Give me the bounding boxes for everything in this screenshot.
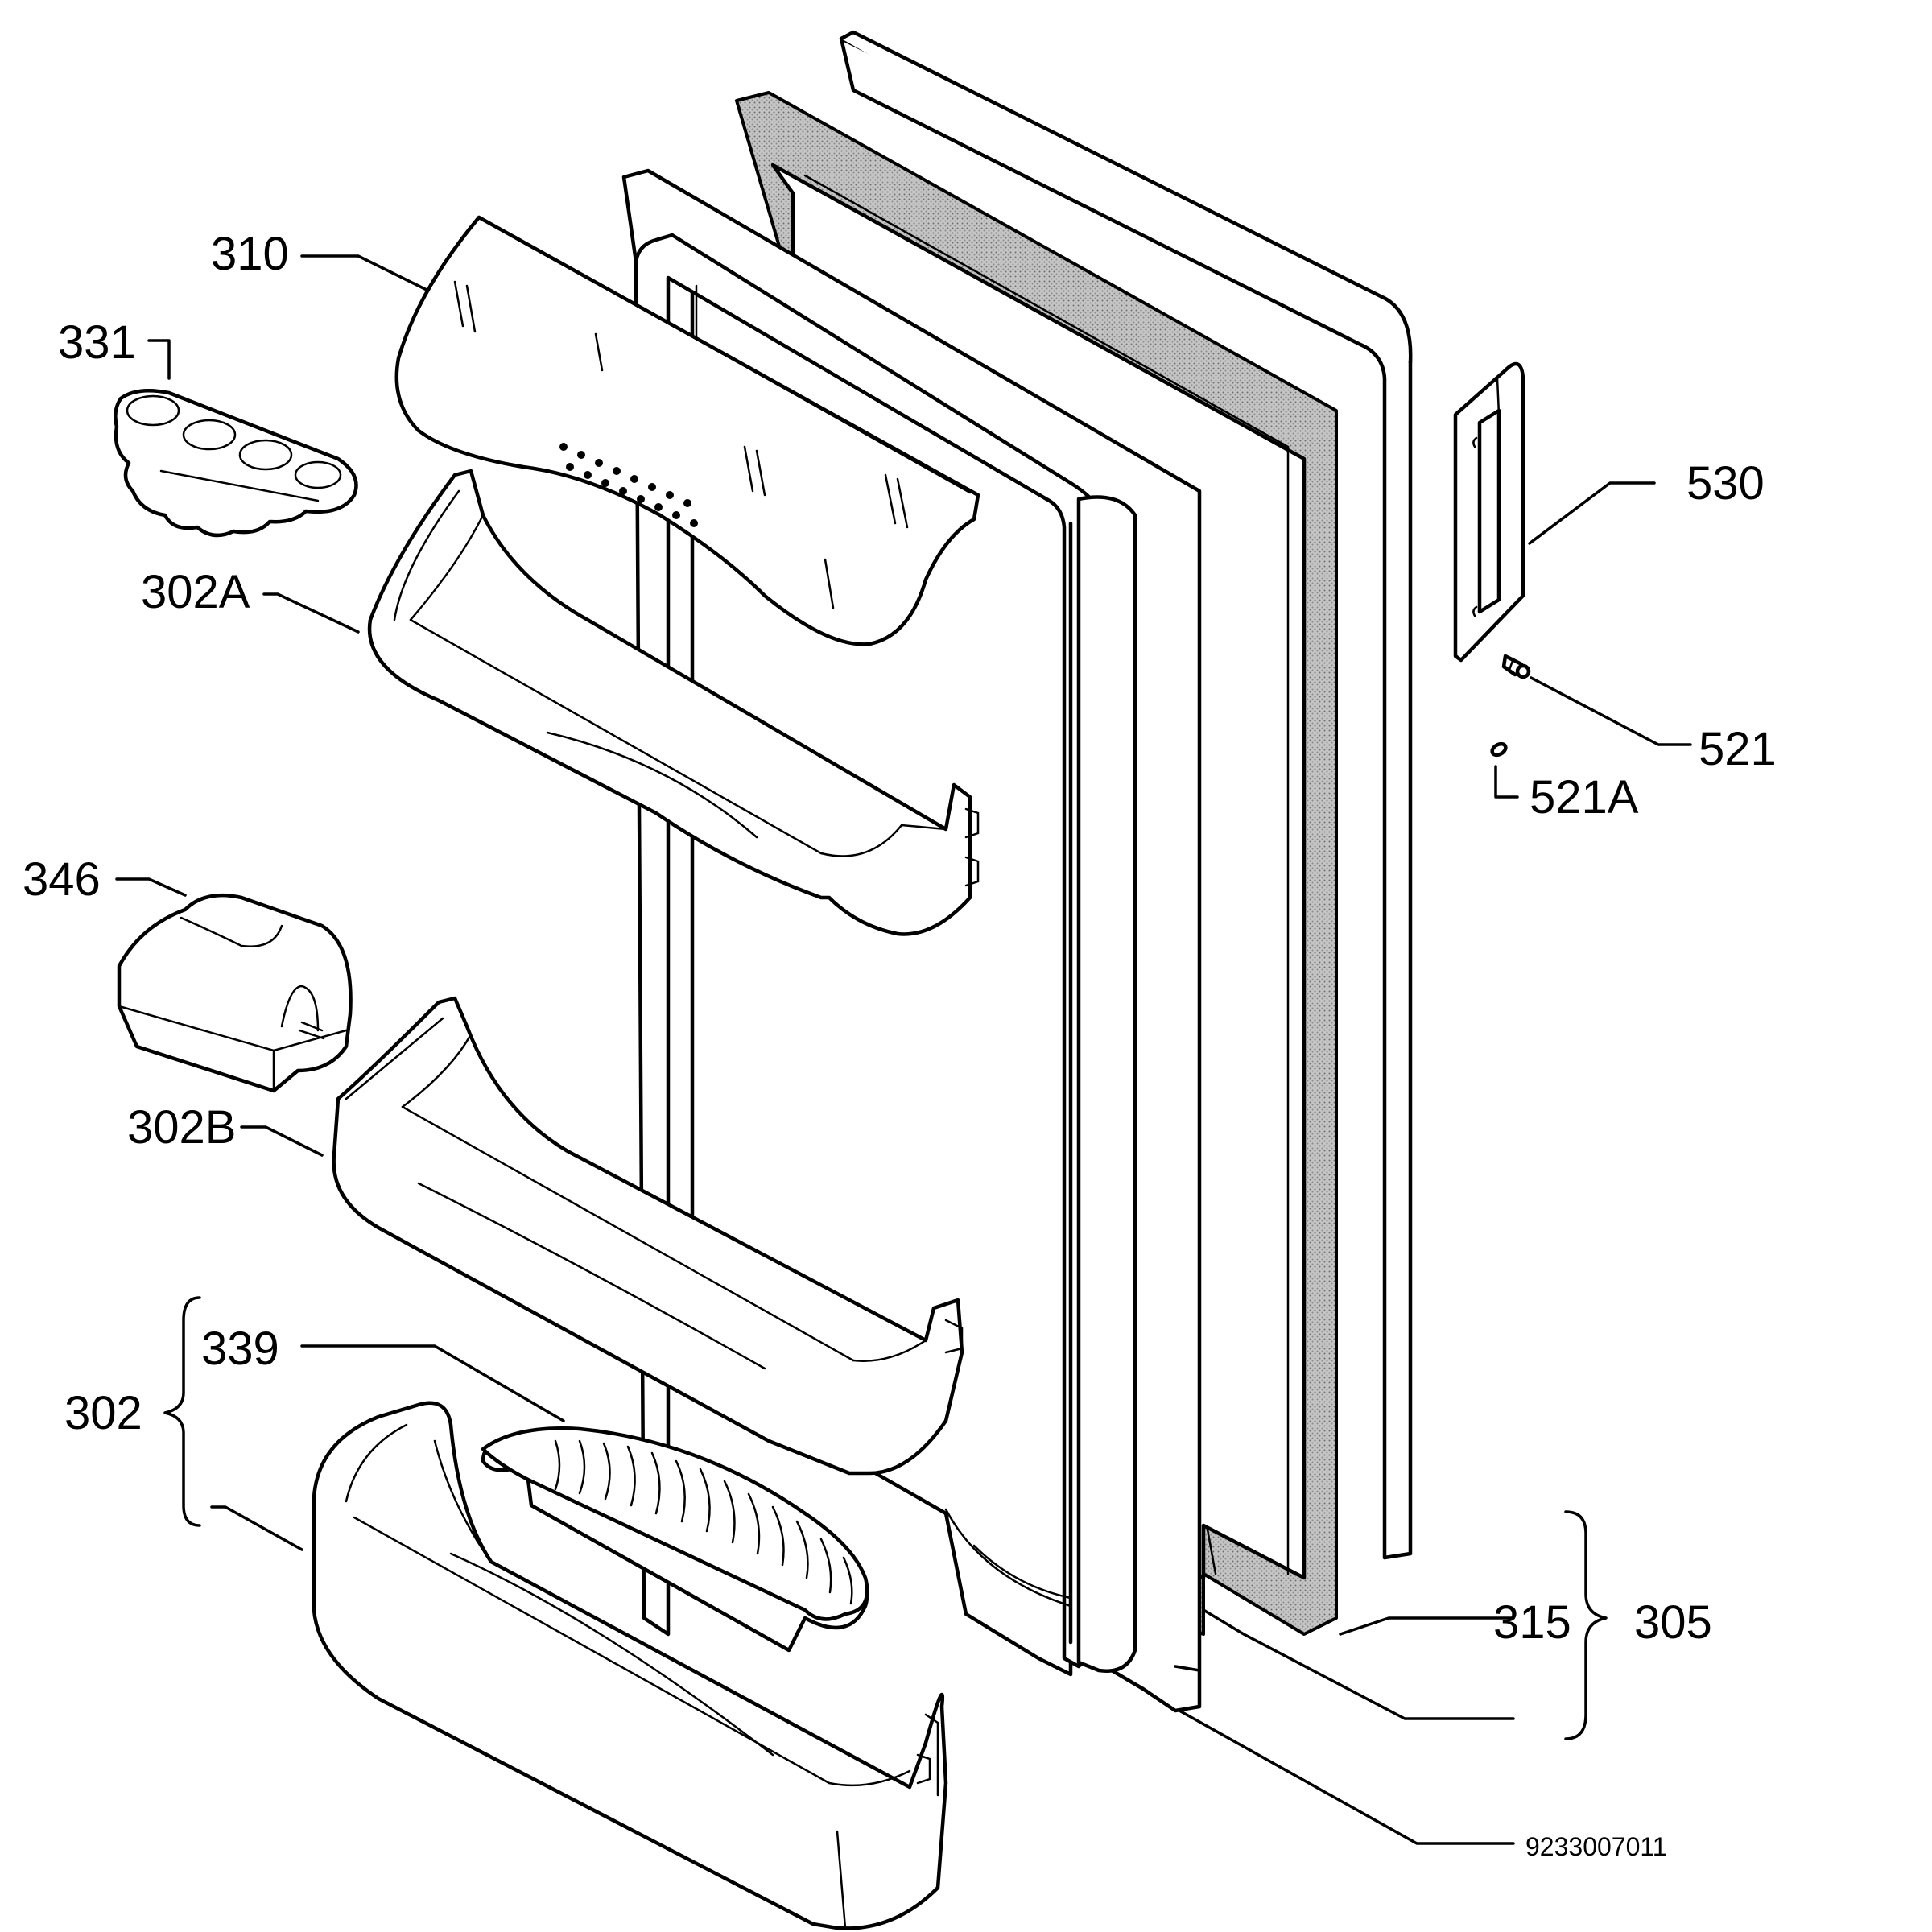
label-346: 346 (23, 853, 101, 906)
label-302: 302 (64, 1387, 142, 1439)
leader-lines (115, 254, 1692, 1845)
door-bin-302a (367, 469, 980, 936)
label-310: 310 (211, 228, 289, 280)
label-521a: 521A (1530, 771, 1639, 824)
bottle-holder (481, 1426, 869, 1653)
cover-vent-holes (559, 443, 698, 527)
document-number: 9233007011 (1525, 1832, 1667, 1861)
shelf-cover (394, 215, 980, 646)
label-530: 530 (1686, 457, 1765, 510)
brace-302 (163, 1296, 201, 1527)
label-339: 339 (201, 1323, 279, 1375)
label-315: 315 (1493, 1596, 1571, 1649)
door-outer-panel (839, 30, 1413, 1560)
door-bin-302b (332, 996, 964, 1476)
door-bin-302 (312, 1401, 948, 1930)
butter-box (117, 893, 353, 1093)
label-302a: 302A (141, 566, 250, 618)
label-521: 521 (1699, 723, 1777, 775)
brace-305 (1564, 1510, 1608, 1740)
label-331: 331 (58, 316, 136, 369)
door-handle (1453, 361, 1525, 663)
egg-tray (114, 388, 358, 538)
label-302b: 302B (127, 1101, 236, 1154)
bottle-holder-ribs (554, 1439, 853, 1605)
hinge-washer (1490, 741, 1508, 758)
label-305: 305 (1634, 1596, 1712, 1649)
hinge-screw (1501, 654, 1531, 679)
